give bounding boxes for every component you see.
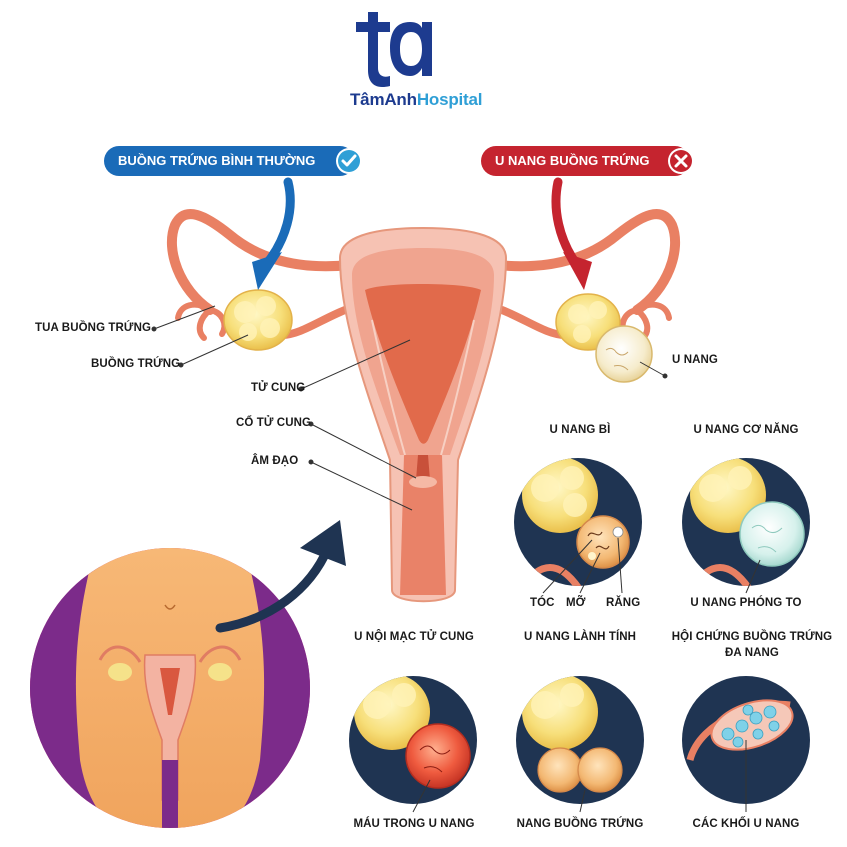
caption-ovarian-follicle: NANG BUỒNG TRỨNG: [516, 818, 644, 830]
arrow-icon: [551, 177, 580, 267]
title-dermoid-cyst: U NANG BÌ: [549, 424, 611, 436]
label-ovary: BUỒNG TRỨNG: [91, 358, 181, 370]
cross-icon: [668, 148, 694, 174]
title-benign-cyst: U NANG LÀNH TÍNH: [523, 631, 637, 643]
benign-cyst-illustration: [516, 676, 644, 813]
label-cervix: CỔ TỬ CUNG: [236, 417, 312, 429]
title-pcos-line1: HỘI CHỨNG BUỒNG TRỨNG: [671, 631, 833, 643]
functional-cyst-illustration: [682, 458, 810, 594]
label-teeth: RĂNG: [606, 597, 641, 609]
normal-ovary-header: BUỒNG TRỨNG BÌNH THƯỜNG: [104, 146, 356, 176]
label-fat: MỠ: [566, 597, 586, 609]
label-cyst: U NANG: [672, 354, 718, 366]
label-uterus: TỬ CUNG: [251, 382, 306, 394]
arrow-icon: [263, 177, 295, 267]
label-hair: TÓC: [530, 597, 555, 609]
caption-blood-in-cyst: MÁU TRONG U NANG: [353, 818, 475, 830]
label-vagina: ÂM ĐẠO: [251, 455, 299, 467]
title-endometrioma: U NỘI MẠC TỬ CUNG: [354, 631, 474, 643]
title-functional-cyst: U NANG CƠ NĂNG: [693, 424, 799, 436]
normal-ovary: [223, 289, 293, 351]
body-illustration: [30, 520, 346, 828]
hospital-name: TâmAnhHospital: [350, 90, 483, 109]
ovarian-cyst-header: U NANG BUỒNG TRỨNG: [481, 146, 690, 176]
dermoid-cyst-illustration: [514, 458, 642, 594]
endometrioma-illustration: [349, 676, 477, 813]
label-fimbriae: TUA BUỒNG TRỨNG: [35, 322, 152, 334]
uterus-illustration: [166, 209, 681, 603]
tamanh-logo-icon: [356, 12, 432, 88]
caption-multiple-cysts: CÁC KHỐI U NANG: [692, 818, 800, 830]
caption-enlarged-cyst: U NANG PHÓNG TO: [690, 597, 802, 609]
title-pcos-line2: ĐA NANG: [725, 647, 779, 659]
pcos-illustration: [682, 676, 810, 812]
check-icon: [336, 148, 362, 174]
ovary-with-cyst: [555, 293, 653, 383]
